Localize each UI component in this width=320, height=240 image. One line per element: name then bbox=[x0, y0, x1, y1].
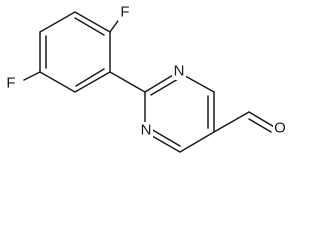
bond-c5p-cho bbox=[213, 111, 250, 133]
bond-c2-c3 bbox=[39, 11, 76, 33]
nitrogen-label-bottom: N bbox=[141, 122, 152, 139]
molecule-svg: F F N N O bbox=[4, 3, 288, 153]
nitrogen-label-top: N bbox=[174, 63, 185, 80]
atom-label-group-f2: F bbox=[4, 75, 18, 92]
double-bond-c2p-n3 bbox=[150, 78, 179, 96]
oxygen-label: O bbox=[274, 120, 286, 137]
atom-label-group-f1: F bbox=[118, 4, 132, 21]
bond-c3-f2 bbox=[23, 71, 41, 81]
double-bond-cho-o bbox=[248, 118, 272, 133]
bond-aryl-pyrimidine bbox=[109, 71, 146, 93]
atom-label-group-n1: N bbox=[139, 122, 153, 139]
double-bond-c5-c6 bbox=[75, 68, 105, 87]
fluorine-label-top: F bbox=[120, 4, 129, 21]
bond-c5-c6 bbox=[74, 71, 111, 93]
double-bond-c1-c2 bbox=[74, 17, 105, 36]
pyrimidine-ring bbox=[144, 71, 215, 153]
fluorine-label-left: F bbox=[6, 75, 15, 92]
bond-c5p-c6p bbox=[179, 131, 215, 153]
structure-diagram: F F N N O bbox=[4, 3, 288, 153]
bond-c4-c5 bbox=[39, 71, 76, 93]
bond-cho-o bbox=[248, 111, 277, 129]
benzene-ring bbox=[39, 11, 111, 93]
double-bond-c6p-n1 bbox=[150, 128, 181, 147]
atom-label-group-n3: N bbox=[172, 63, 186, 80]
bond-c1-c2 bbox=[74, 11, 111, 33]
atom-label-group-o: O bbox=[273, 119, 288, 137]
